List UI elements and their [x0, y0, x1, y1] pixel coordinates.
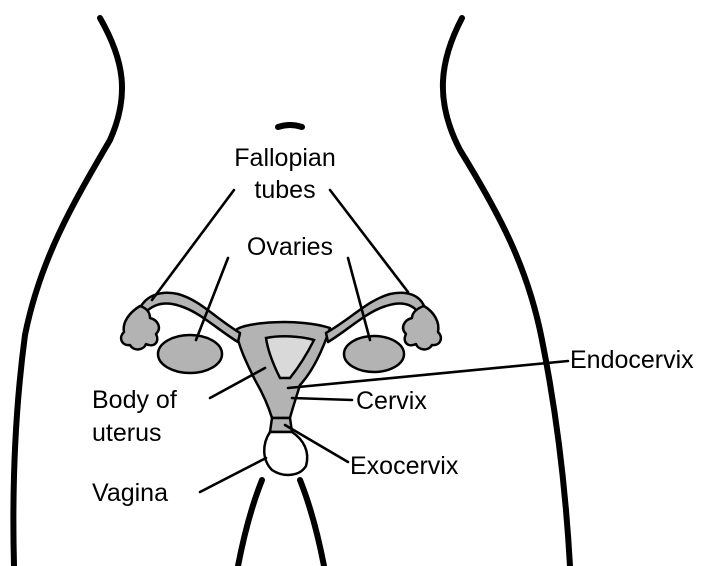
right-fimbriae: [403, 306, 441, 349]
cervix-shape: [270, 418, 292, 432]
cervix-label: Cervix: [356, 387, 427, 415]
left-fimbriae: [121, 306, 159, 349]
navel-mark: [278, 125, 302, 127]
vagina-label: Vagina: [92, 479, 168, 507]
vagina-leader: [200, 458, 266, 492]
endocervix-label: Endocervix: [570, 346, 694, 374]
fallopian-left-leader: [152, 190, 234, 300]
right-inner-thigh-outline: [300, 480, 324, 566]
left-ovary: [158, 335, 222, 373]
labels: Fallopian tubes Ovaries Endocervix Body …: [92, 144, 694, 507]
vagina-shape: [264, 432, 307, 475]
ovaries-label: Ovaries: [247, 233, 333, 261]
right-ovary: [344, 336, 404, 372]
endocervix-leader: [288, 361, 568, 388]
left-inner-thigh-outline: [238, 480, 262, 566]
body-of-uterus-label-line2: uterus: [92, 419, 161, 447]
exocervix-label: Exocervix: [350, 452, 459, 480]
fallopian-label-line2: tubes: [254, 176, 315, 204]
cervix-leader: [292, 398, 352, 400]
fallopian-label-line1: Fallopian: [234, 144, 335, 172]
reproductive-organs: [121, 293, 441, 475]
fallopian-right-leader: [330, 190, 408, 292]
ovaries-right-leader: [348, 258, 370, 340]
body-of-uterus-label-line1: Body of: [92, 386, 177, 414]
right-torso-outline: [443, 18, 570, 566]
